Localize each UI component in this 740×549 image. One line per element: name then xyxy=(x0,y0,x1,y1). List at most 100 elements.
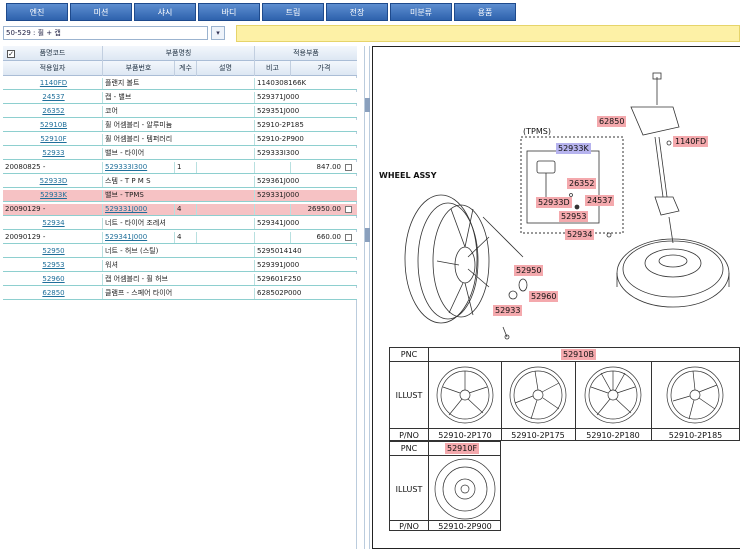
col-divider-a xyxy=(501,361,502,441)
pnc-link[interactable]: 52933K xyxy=(3,190,103,201)
menu-engine[interactable]: 엔진 xyxy=(6,3,68,21)
pnc-link[interactable]: 52910F xyxy=(3,134,103,145)
part-name: 너트 - 허브 (스틸) xyxy=(103,246,255,257)
menu-unclassified[interactable]: 미분류 xyxy=(390,3,452,21)
tpms-caption: (TPMS) xyxy=(523,127,551,136)
pno-52910-2P175[interactable]: 52910-2P175 xyxy=(511,431,565,440)
remark xyxy=(255,204,291,215)
row-checkbox[interactable] xyxy=(345,164,352,171)
callout-52953-tpms[interactable]: 52953 xyxy=(559,211,589,222)
part-number: 529341J000 xyxy=(257,219,300,227)
pnc-link[interactable]: 52960 xyxy=(3,274,103,285)
price: 660.00 xyxy=(316,233,342,241)
callout-52933[interactable]: 52933 xyxy=(493,305,523,316)
illust-label-col-2 xyxy=(389,441,429,531)
illust-label-col-1 xyxy=(389,347,429,441)
pnc-label-2: PNC xyxy=(400,444,418,453)
group-select[interactable]: 50-529 : 휠 + 캡 xyxy=(3,26,208,40)
pnc-value-52910F[interactable]: 52910F xyxy=(445,443,480,454)
pnc-link[interactable]: 52933 xyxy=(3,148,103,159)
illust-row-divider-1 xyxy=(389,361,740,429)
part-name: 캡 - 밸브 xyxy=(103,92,255,103)
collapse-arrow-icon[interactable] xyxy=(365,98,370,112)
pnc-link[interactable]: 52933D xyxy=(3,176,103,187)
price: 26950.00 xyxy=(307,205,341,213)
pnc-link[interactable]: 52934 xyxy=(3,218,103,229)
pnc-link[interactable]: 62850 xyxy=(3,288,103,299)
panel-splitter[interactable] xyxy=(364,46,370,549)
menu-electrical[interactable]: 전장 xyxy=(326,3,388,21)
menu-trim[interactable]: 트림 xyxy=(262,3,324,21)
dropdown-arrow-icon[interactable]: ▾ xyxy=(211,26,225,40)
quantity: 4 xyxy=(175,232,197,243)
callout-52960[interactable]: 52960 xyxy=(529,291,559,302)
part-name: 휠 어셈블리 - 알루미늄 xyxy=(103,120,255,131)
callout-52933D[interactable]: 52933D xyxy=(536,197,572,208)
wheel-illustration-table: PNC ILLUST P/NO 52910B 52910-2P170 52910… xyxy=(389,347,740,531)
callout-52934[interactable]: 52934 xyxy=(565,229,595,240)
pnc-value-52910B[interactable]: 52910B xyxy=(561,349,596,360)
pnc-link[interactable]: 52910B xyxy=(3,120,103,131)
pno-52910-2P900[interactable]: 52910-2P900 xyxy=(438,522,492,531)
pno-52910-2P185[interactable]: 52910-2P185 xyxy=(668,431,723,440)
callout-62850[interactable]: 62850 xyxy=(597,116,627,127)
pno-label-2: P/NO xyxy=(399,522,419,531)
menu-body[interactable]: 바디 xyxy=(198,3,260,21)
part-number-link[interactable]: 529331J000 xyxy=(103,204,175,215)
header-remark: 비고 xyxy=(255,61,291,76)
row-checkbox[interactable] xyxy=(345,234,352,241)
callout-1140FD[interactable]: 1140FD xyxy=(673,136,709,147)
description xyxy=(197,232,255,243)
part-number: 529333I300 xyxy=(257,149,300,157)
header-qty: 계수 xyxy=(175,61,197,76)
description xyxy=(197,162,255,173)
part-name: 플랜지 볼트 xyxy=(103,78,255,89)
price: 847.00 xyxy=(316,163,342,171)
pnc-link[interactable]: 52950 xyxy=(3,246,103,257)
applied-date: 20080825 - xyxy=(3,162,103,173)
part-number: 529351J000 xyxy=(257,107,300,115)
callout-52950[interactable]: 52950 xyxy=(514,265,544,276)
pnc-link[interactable]: 24537 xyxy=(3,92,103,103)
quantity: 1 xyxy=(175,162,197,173)
pnc-link[interactable]: 1140FD xyxy=(3,78,103,89)
part-name: 밸브 - 타이어 xyxy=(103,148,255,159)
pno-52910-2P170[interactable]: 52910-2P170 xyxy=(438,431,492,440)
row-checkbox[interactable] xyxy=(345,206,352,213)
select-all-checkbox[interactable]: ✓ xyxy=(7,50,15,58)
pnc-link[interactable]: 52953 xyxy=(3,260,103,271)
part-number-link[interactable]: 529341J000 xyxy=(103,232,175,243)
part-name: 밸브 - TPMS xyxy=(103,190,255,201)
part-number: 5295014140 xyxy=(257,247,302,255)
callout-26352[interactable]: 26352 xyxy=(567,178,597,189)
pnc-link[interactable]: 26352 xyxy=(3,106,103,117)
part-number-link[interactable]: 529333I300 xyxy=(103,162,175,173)
message-bar xyxy=(236,25,740,42)
menu-chassis[interactable]: 샤시 xyxy=(134,3,196,21)
menu-transmission[interactable]: 미션 xyxy=(70,3,132,21)
table-header-row-1: ✓ 품명코드 부품명칭 적용부품 xyxy=(3,46,357,61)
callout-52933K[interactable]: 52933K xyxy=(556,143,591,154)
menu-accessories[interactable]: 용품 xyxy=(454,3,516,21)
callout-24537[interactable]: 24537 xyxy=(585,195,615,206)
illust-label-2: ILLUST xyxy=(395,485,423,494)
part-number: 52910-2P900 xyxy=(257,135,304,143)
expand-arrow-icon[interactable] xyxy=(365,228,370,242)
pno-52910-2P180[interactable]: 52910-2P180 xyxy=(586,431,640,440)
